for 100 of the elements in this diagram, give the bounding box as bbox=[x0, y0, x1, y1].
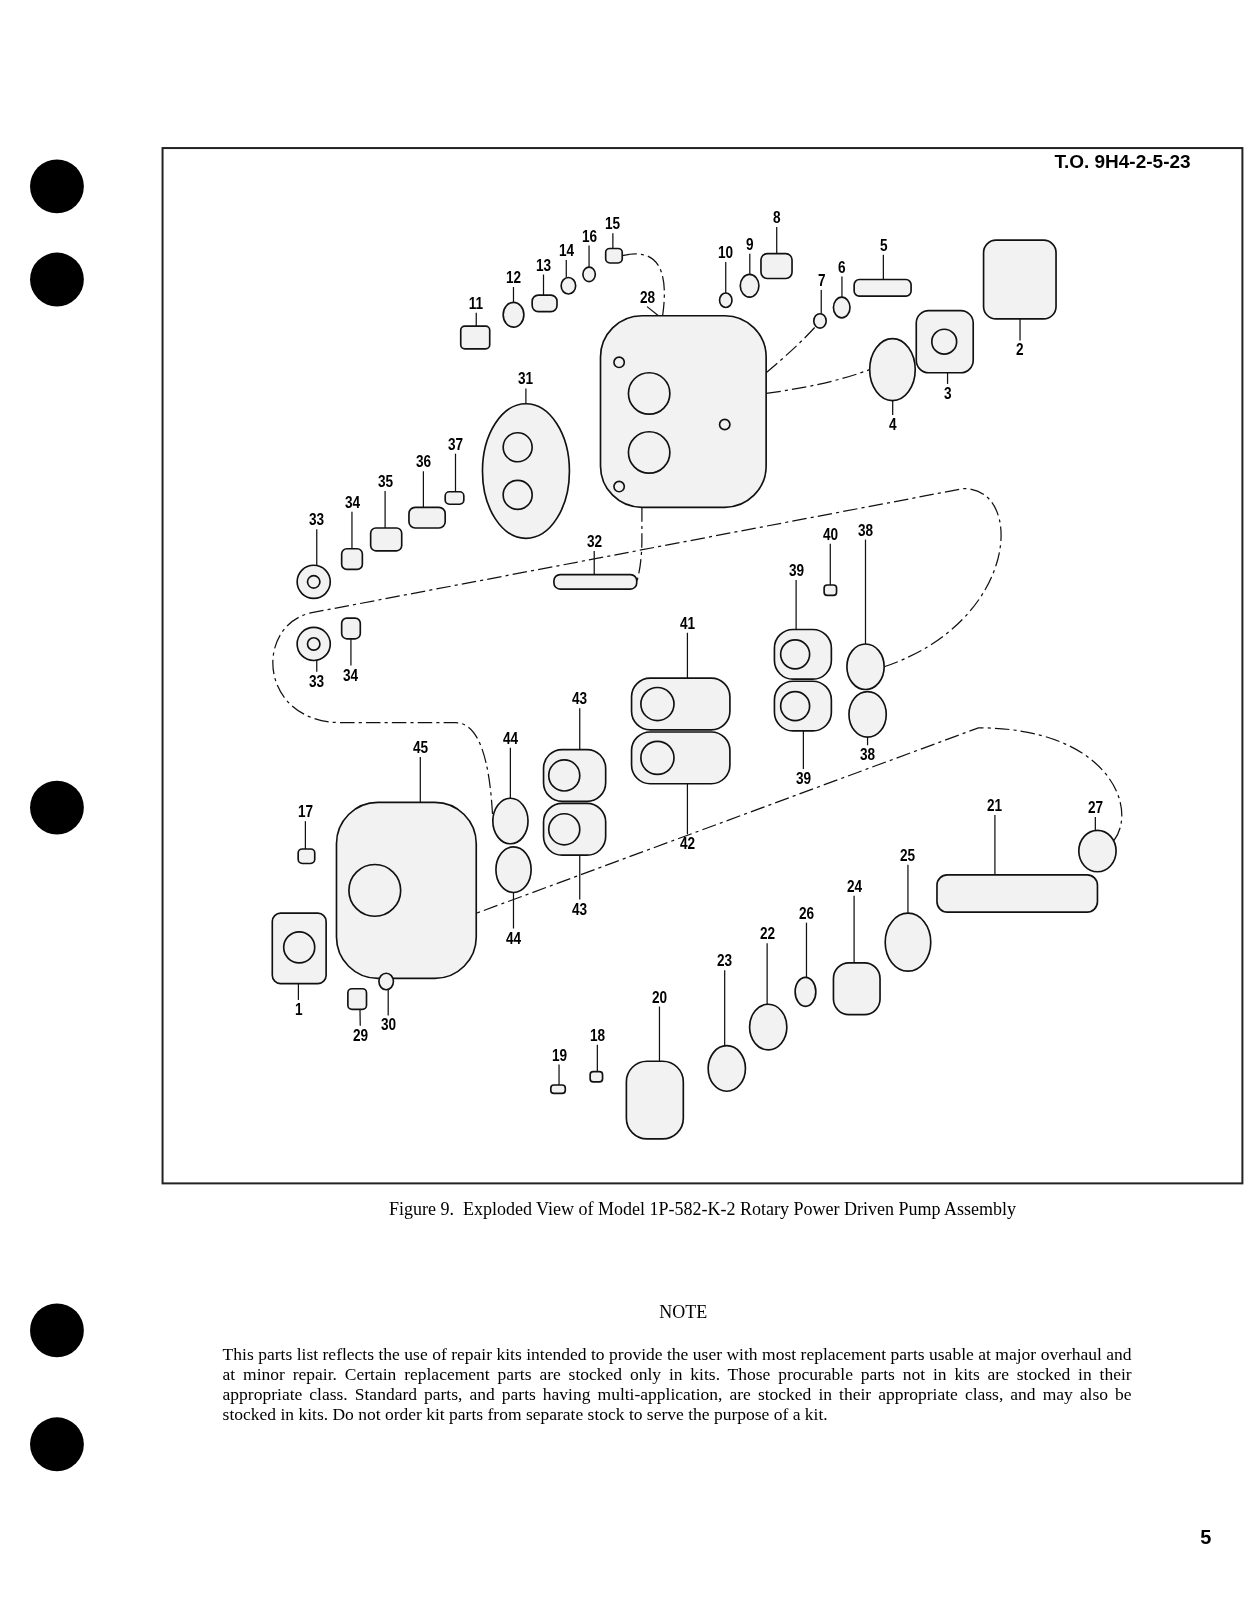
callout-number: 7 bbox=[816, 271, 826, 291]
callout-number: 45 bbox=[411, 738, 429, 757]
callout-number: 14 bbox=[557, 241, 575, 261]
bearing-drawing bbox=[542, 748, 607, 803]
callout-number: 3 bbox=[942, 383, 953, 403]
plug bbox=[604, 247, 624, 264]
callout-number: 32 bbox=[585, 531, 603, 551]
gasket-drawing bbox=[481, 402, 571, 540]
o-ring bbox=[1078, 829, 1117, 873]
callout-number: 36 bbox=[415, 452, 432, 472]
leader-line bbox=[776, 226, 778, 255]
o-ring bbox=[868, 337, 917, 402]
leader-line bbox=[512, 891, 515, 930]
callout-number: 13 bbox=[535, 255, 552, 275]
callout-number: 18 bbox=[588, 1025, 606, 1045]
plug bbox=[347, 987, 368, 1011]
gasket-drawing bbox=[271, 912, 327, 985]
washer bbox=[502, 301, 525, 328]
key bbox=[589, 1070, 604, 1083]
leader-line bbox=[829, 543, 831, 586]
seat-drawing bbox=[296, 564, 332, 600]
leader-line bbox=[387, 989, 389, 1017]
callout-number: 42 bbox=[679, 834, 696, 854]
callout-number: 35 bbox=[376, 471, 394, 491]
callout-number: 9 bbox=[745, 234, 755, 254]
leader-line bbox=[509, 747, 511, 799]
callout-number: 44 bbox=[502, 728, 519, 748]
bearing-drawing bbox=[773, 628, 833, 680]
o-ring bbox=[846, 643, 885, 691]
o-ring bbox=[794, 976, 817, 1008]
leader-line bbox=[419, 756, 421, 803]
leader-line bbox=[525, 387, 527, 405]
callout-number: 15 bbox=[604, 214, 622, 234]
o-ring bbox=[718, 292, 733, 309]
adapter-drawing bbox=[915, 309, 975, 374]
spring bbox=[340, 547, 364, 571]
callout-number: 4 bbox=[888, 415, 898, 434]
o-ring bbox=[495, 846, 532, 894]
callout-number: 43 bbox=[571, 899, 589, 919]
leader-line bbox=[588, 244, 590, 268]
callout-number: 40 bbox=[821, 524, 839, 544]
callout-number: 34 bbox=[342, 665, 360, 685]
washer bbox=[707, 1044, 747, 1093]
callout-number: 11 bbox=[468, 293, 485, 313]
seal-retainer bbox=[832, 962, 881, 1016]
leader-line bbox=[820, 289, 822, 315]
callout-number: 41 bbox=[679, 613, 696, 633]
gear-drawing bbox=[630, 731, 731, 785]
pin bbox=[444, 490, 465, 506]
valve-stem bbox=[853, 278, 912, 297]
callout-number: 33 bbox=[308, 510, 326, 530]
bearing-drawing bbox=[542, 802, 607, 856]
callout-number: 20 bbox=[651, 987, 668, 1007]
leader-line bbox=[384, 490, 386, 529]
pump-housing-drawing bbox=[335, 801, 478, 980]
callout-number: 19 bbox=[550, 1045, 568, 1065]
fitting bbox=[760, 252, 793, 280]
pin bbox=[823, 584, 838, 597]
callout-number: 38 bbox=[857, 520, 874, 540]
leader-line bbox=[805, 922, 808, 978]
callout-number: 23 bbox=[716, 951, 734, 971]
plug bbox=[297, 848, 316, 865]
note-heading: NOTE bbox=[658, 1302, 709, 1324]
callout-number: 39 bbox=[787, 560, 805, 580]
callout-number: 43 bbox=[571, 689, 589, 709]
leader-line bbox=[686, 632, 689, 679]
callout-number: 5 bbox=[878, 235, 888, 255]
callout-number: 1 bbox=[293, 999, 303, 1019]
leader-line bbox=[853, 895, 855, 964]
leader-line bbox=[864, 538, 867, 645]
callout-number: 26 bbox=[798, 903, 815, 923]
callout-number: 8 bbox=[772, 207, 782, 227]
callout-number: 12 bbox=[505, 267, 522, 287]
callout-number: 21 bbox=[986, 796, 1004, 815]
callout-number: 34 bbox=[343, 492, 361, 512]
callout-number: 10 bbox=[717, 243, 735, 263]
callout-number: 25 bbox=[899, 845, 917, 865]
callout-number: 30 bbox=[379, 1015, 397, 1035]
callout-number: 6 bbox=[837, 257, 847, 277]
leader-line bbox=[841, 276, 843, 298]
leader-line bbox=[422, 470, 424, 508]
callout-number: 16 bbox=[580, 226, 598, 246]
leader-line bbox=[593, 550, 595, 576]
stud bbox=[553, 573, 638, 590]
shaft bbox=[936, 874, 1099, 913]
ball bbox=[560, 276, 577, 295]
callout-number: 22 bbox=[758, 924, 776, 944]
callout-number: 38 bbox=[859, 745, 876, 765]
leader-line bbox=[612, 232, 614, 250]
valve bbox=[369, 527, 403, 552]
assembly-path-line bbox=[765, 369, 871, 394]
leader-line bbox=[795, 579, 797, 631]
bearing-drawing bbox=[773, 680, 833, 732]
gear-drawing bbox=[630, 677, 731, 731]
pump-housing-drawing bbox=[599, 314, 767, 509]
o-ring bbox=[492, 797, 529, 845]
figure-caption: Figure 9. Exploded View of Model 1P-582-K-2 Rotary Power Driven Pump Assembly bbox=[387, 1198, 1017, 1220]
leader-line bbox=[596, 1044, 598, 1073]
leader-line bbox=[646, 306, 660, 317]
callout-number: 33 bbox=[308, 671, 326, 691]
